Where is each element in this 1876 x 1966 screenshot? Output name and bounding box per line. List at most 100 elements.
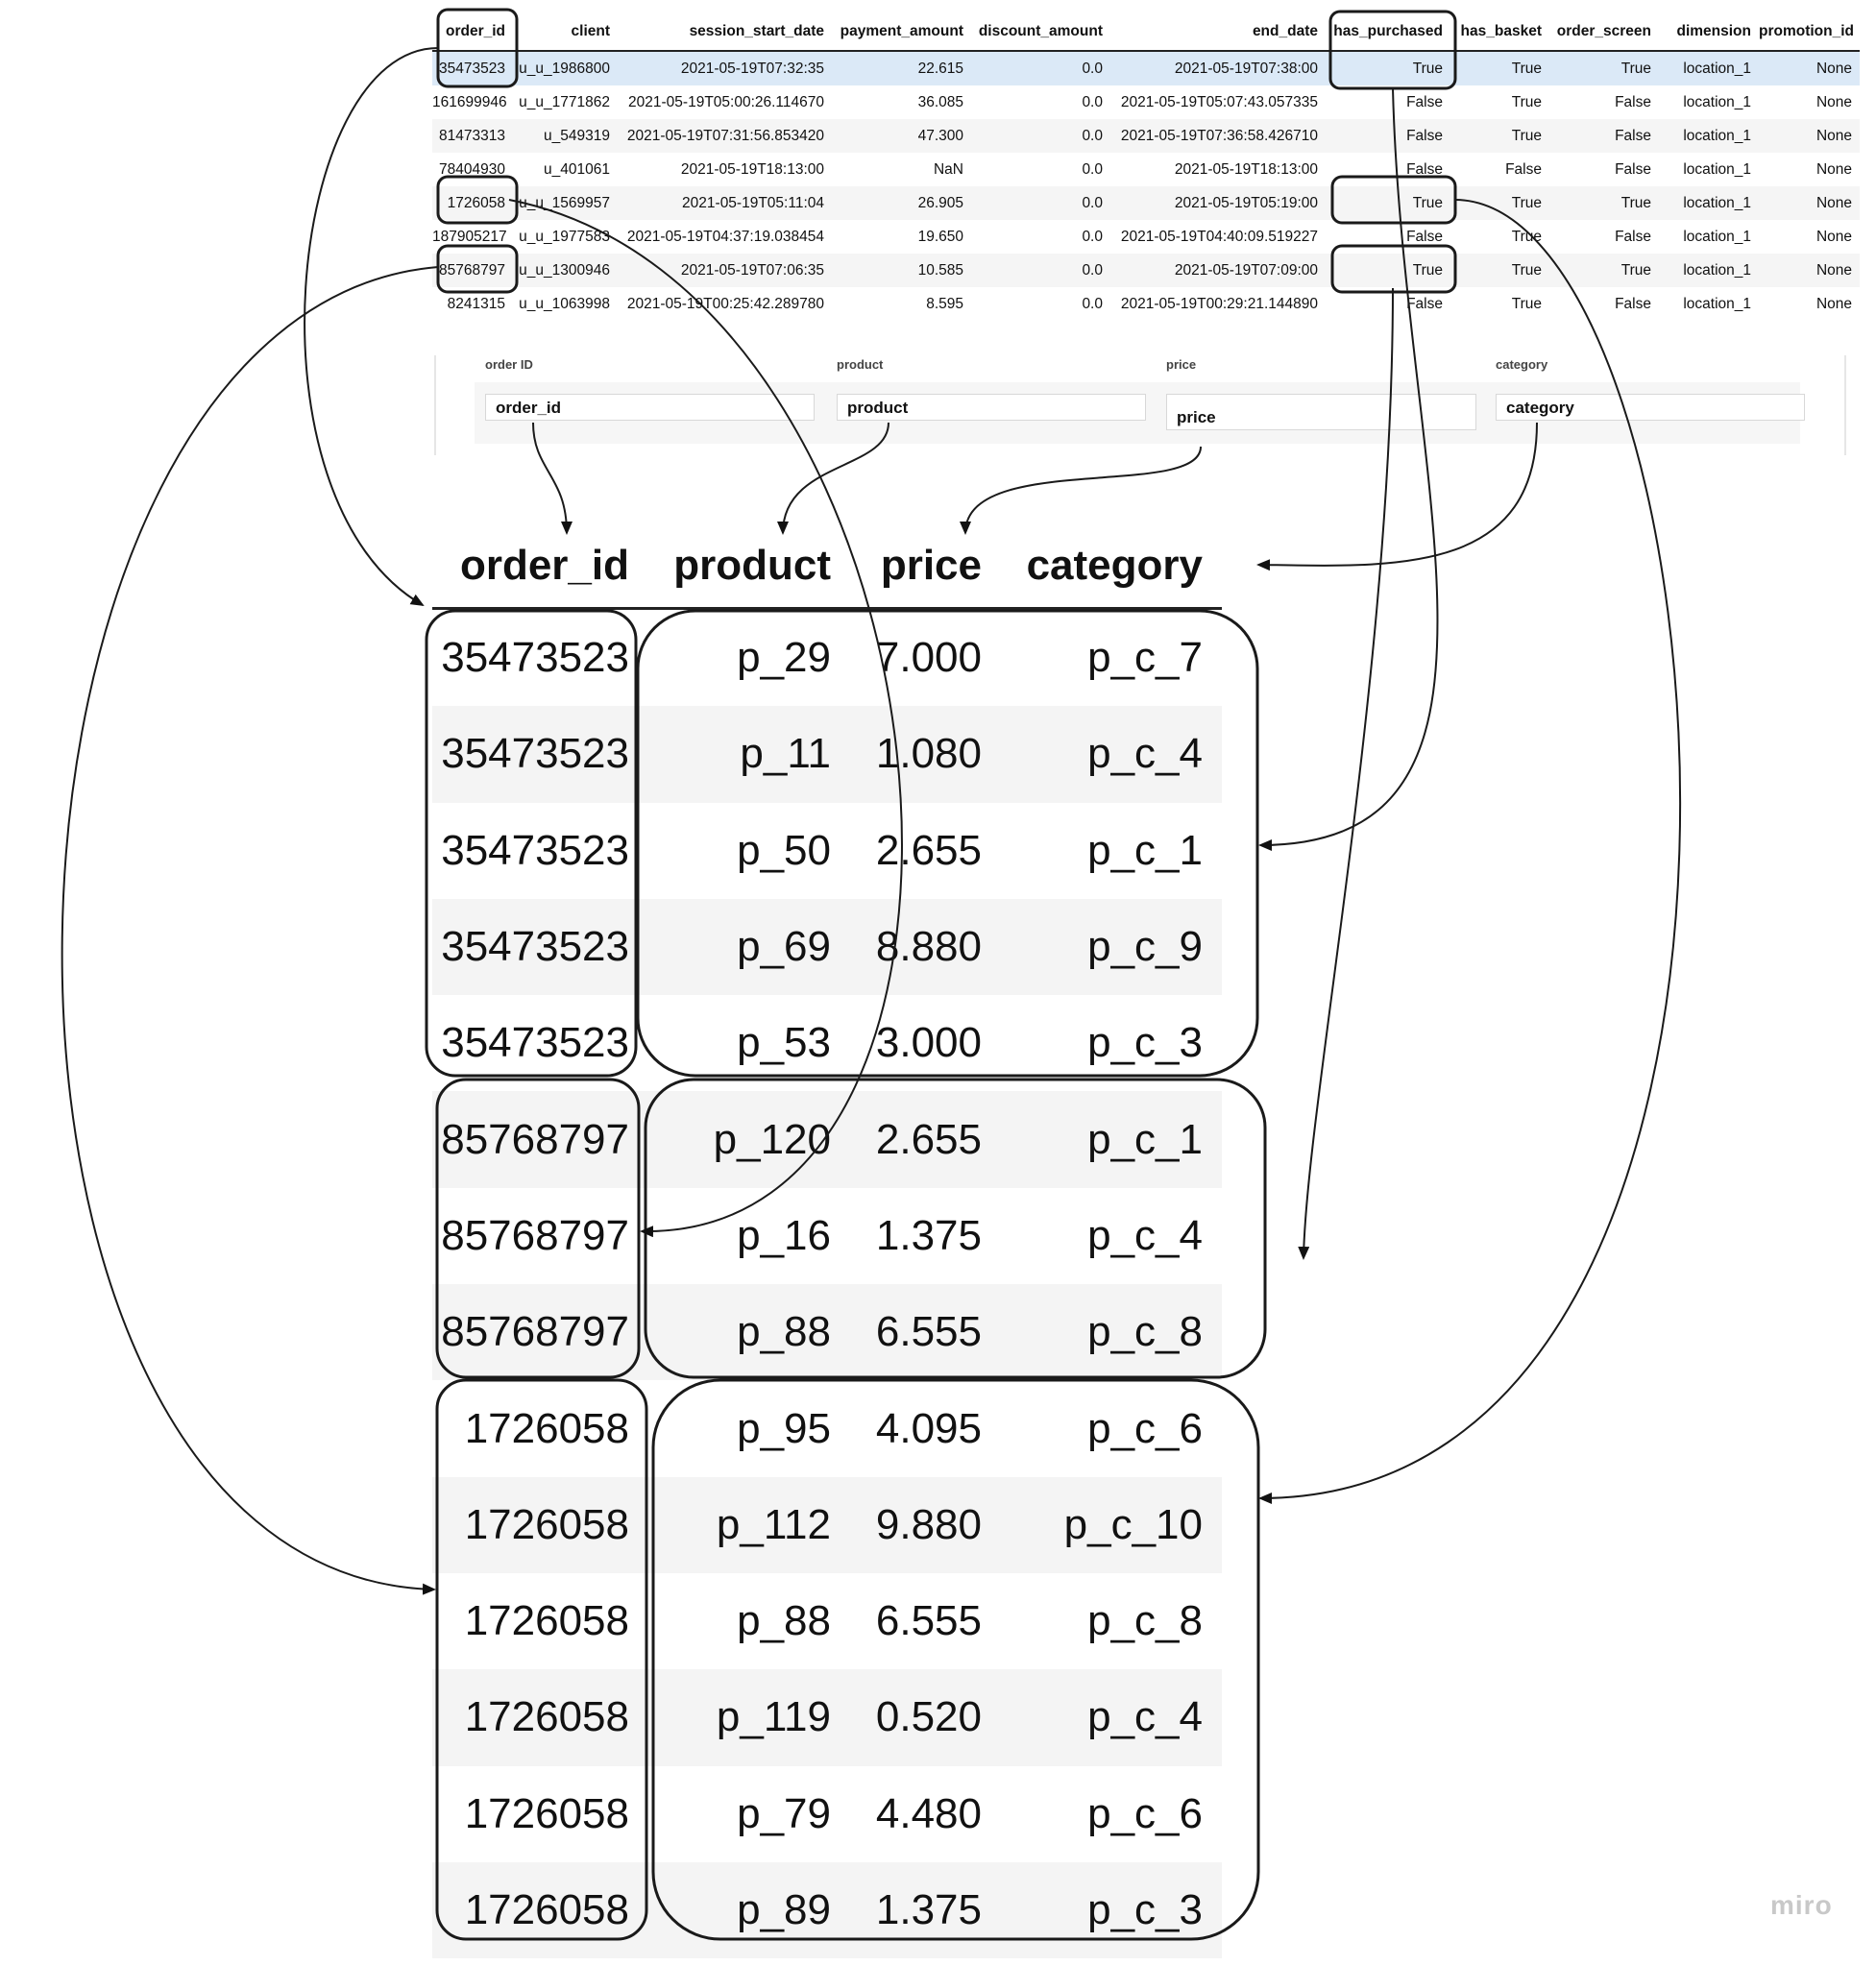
col-header-has-purchased: has_purchased (1333, 23, 1443, 39)
products-cell-product: p_79 (737, 1789, 831, 1837)
order-id-input[interactable]: order_id (485, 394, 815, 421)
products-col-header-order-id: order_id (459, 541, 629, 589)
cell-end-date: 2021-05-19T00:29:21.144890 (1120, 295, 1318, 312)
products-table: order_id product price category 35473523… (432, 523, 1222, 1959)
products-cell-category: p_c_6 (1087, 1789, 1203, 1837)
cell-has-basket: True (1511, 228, 1542, 245)
products-cell-price: 1.375 (875, 1211, 982, 1259)
cell-has-basket: True (1511, 261, 1542, 279)
cell-payment-amount: 10.585 (917, 261, 963, 279)
products-cell-order-id: 35473523 (441, 826, 629, 874)
col-header-session-start-date: session_start_date (689, 23, 824, 39)
products-cell-price: 7.000 (875, 634, 982, 682)
cell-order-screen: True (1620, 194, 1651, 211)
cell-dimension: location_1 (1683, 194, 1751, 211)
products-cell-category: p_c_10 (1063, 1500, 1203, 1548)
products-cell-order-id: 35473523 (441, 1019, 629, 1067)
products-cell-category: p_c_1 (1087, 826, 1203, 874)
products-cell-price: 4.095 (875, 1404, 982, 1452)
products-cell-order-id: 35473523 (441, 730, 629, 778)
products-cell-product: p_69 (737, 923, 831, 971)
products-cell-price: 1.375 (875, 1886, 982, 1933)
col-header-order-id: order_id (445, 23, 505, 39)
cell-has-purchased: True (1412, 261, 1443, 279)
products-cell-price: 4.480 (875, 1789, 982, 1837)
col-header-has-basket: has_basket (1460, 23, 1542, 39)
category-field-label: category (1496, 357, 1548, 372)
cell-payment-amount: 19.650 (917, 228, 963, 245)
cell-client: u_u_1977583 (519, 228, 610, 245)
cell-promotion-id: None (1815, 160, 1852, 178)
cell-order-id: 78404930 (439, 160, 505, 178)
cell-order-id: 187905217 (432, 228, 507, 245)
col-header-discount-amount: discount_amount (978, 23, 1103, 39)
products-cell-product: p_29 (737, 634, 831, 682)
arrow-price-input-to-header (960, 446, 1202, 535)
cell-discount-amount: 0.0 (1082, 295, 1103, 312)
products-cell-category: p_c_6 (1087, 1404, 1203, 1452)
products-cell-price: 6.555 (875, 1308, 982, 1356)
products-cell-product: p_119 (716, 1693, 831, 1741)
cell-client: u_549319 (544, 127, 610, 144)
products-cell-category: p_c_3 (1087, 1019, 1203, 1067)
cell-dimension: location_1 (1683, 228, 1751, 245)
cell-client: u_u_1986800 (519, 60, 610, 77)
products-cell-category: p_c_9 (1087, 923, 1203, 971)
products-cell-order-id: 35473523 (441, 634, 629, 682)
products-cell-product: p_16 (737, 1211, 831, 1259)
price-field-label: price (1166, 357, 1197, 372)
cell-session-start-date: 2021-05-19T18:13:00 (680, 160, 824, 178)
products-cell-price: 1.080 (875, 730, 982, 778)
products-cell-product: p_89 (737, 1886, 831, 1933)
cell-order-screen: False (1615, 127, 1651, 144)
products-cell-order-id: 1726058 (464, 1886, 629, 1933)
cell-end-date: 2021-05-19T07:38:00 (1174, 60, 1318, 77)
products-cell-price: 6.555 (875, 1597, 982, 1645)
products-cell-order-id: 1726058 (464, 1404, 629, 1452)
cell-order-id: 85768797 (439, 261, 505, 279)
col-header-order-screen: order_screen (1556, 23, 1651, 39)
cell-payment-amount: 26.905 (917, 194, 963, 211)
col-header-end-date: end_date (1252, 23, 1318, 39)
products-cell-category: p_c_4 (1087, 1211, 1203, 1259)
order-id-field-label: order ID (485, 357, 533, 372)
products-cell-category: p_c_8 (1087, 1597, 1203, 1645)
cell-discount-amount: 0.0 (1082, 228, 1103, 245)
cell-end-date: 2021-05-19T05:07:43.057335 (1120, 93, 1318, 110)
products-cell-product: p_53 (737, 1019, 831, 1067)
products-cell-order-id: 1726058 (464, 1789, 629, 1837)
products-cell-price: 3.000 (875, 1019, 982, 1067)
panel-right-edge (1844, 355, 1846, 455)
cell-order-id: 81473313 (439, 127, 505, 144)
arrow-85768797-to-group (61, 266, 439, 1595)
cell-has-basket: True (1511, 93, 1542, 110)
cell-dimension: location_1 (1683, 60, 1751, 77)
cell-client: u_u_1063998 (519, 295, 610, 312)
panel-left-edge (434, 355, 436, 455)
cell-session-start-date: 2021-05-19T07:32:35 (680, 60, 824, 77)
cell-order-id: 35473523 (439, 60, 505, 77)
product-input[interactable]: product (837, 394, 1146, 421)
cell-order-screen: False (1615, 93, 1651, 110)
cell-has-purchased: False (1406, 93, 1443, 110)
products-cell-price: 8.880 (875, 923, 982, 971)
products-col-header-price: price (880, 541, 982, 589)
products-cell-product: p_11 (740, 730, 831, 778)
price-input[interactable]: price (1166, 394, 1476, 430)
cell-promotion-id: None (1815, 261, 1852, 279)
cell-session-start-date: 2021-05-19T05:00:26.114670 (628, 93, 824, 110)
products-cell-order-id: 1726058 (464, 1500, 629, 1548)
cell-promotion-id: None (1815, 127, 1852, 144)
products-cell-category: p_c_4 (1087, 1693, 1203, 1741)
orders-table: order_id client session_start_date payme… (432, 13, 1860, 321)
category-input[interactable]: category (1496, 394, 1805, 421)
